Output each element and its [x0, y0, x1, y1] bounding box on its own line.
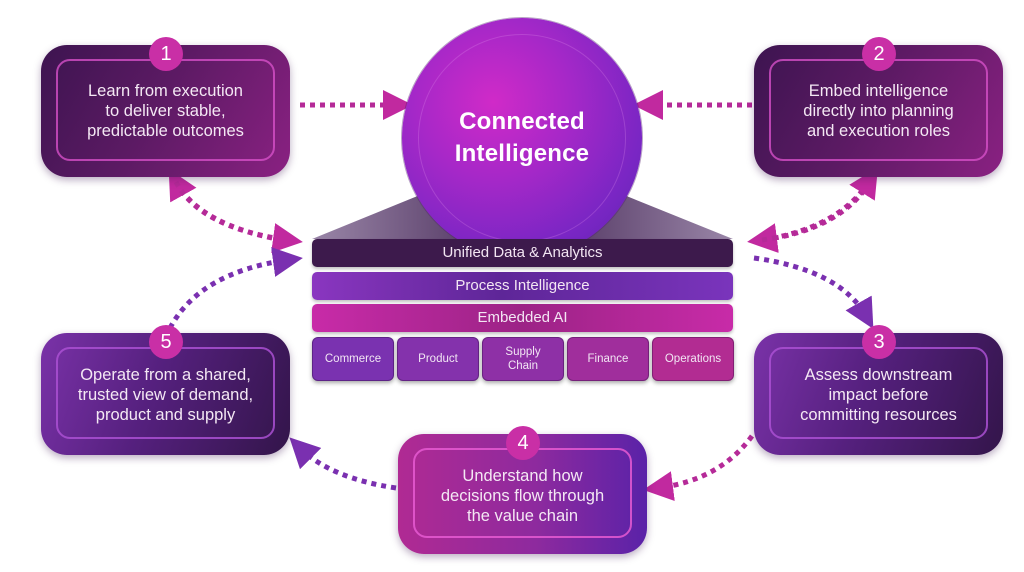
- step-text-line: directly into planning: [803, 102, 954, 120]
- sphere-title-line2: Intelligence: [454, 140, 590, 167]
- step-card-3: 3 Assess downstream impact before commit…: [754, 325, 1003, 455]
- step-text-line: the value chain: [467, 507, 578, 525]
- step-badge: 1: [149, 37, 183, 71]
- step-badge: 3: [862, 325, 896, 359]
- step-badge: 2: [862, 37, 896, 71]
- arrow-card3-to-card4: [643, 434, 755, 501]
- layer-process-intelligence: Process Intelligence: [312, 272, 733, 300]
- step-text: Understand how decisions flow through th…: [398, 466, 647, 526]
- step-text-line: decisions flow through: [440, 487, 605, 505]
- step-card-5: 5 Operate from a shared, trusted view of…: [41, 325, 290, 455]
- step-card-1: 1 Learn from execution to deliver stable…: [41, 37, 290, 177]
- domain-operations: Operations: [652, 337, 734, 381]
- domain-label: Commerce: [324, 353, 382, 365]
- domain-label-line2: Chain: [507, 360, 539, 372]
- domain-product: Product: [397, 337, 479, 381]
- domain-label-line1: Supply: [505, 346, 541, 358]
- layer-embedded-ai: Embedded AI: [312, 304, 733, 332]
- domain-label: Operations: [664, 353, 722, 365]
- sphere-title: Connected Intelligence: [402, 106, 642, 170]
- step-text-line: trusted view of demand,: [77, 386, 254, 404]
- step-text: Embed intelligence directly into plannin…: [754, 81, 1003, 141]
- step-text-line: product and supply: [95, 406, 236, 424]
- connected-intelligence-sphere: Connected Intelligence: [402, 18, 642, 258]
- arrow-layers-to-card2: [761, 167, 878, 243]
- step-text-line: impact before: [828, 386, 929, 404]
- step-text-line: predictable outcomes: [87, 122, 244, 140]
- step-card-2: 2 Embed intelligence directly into plann…: [754, 37, 1003, 177]
- step-text-line: and execution roles: [806, 122, 951, 140]
- step-text-line: Embed intelligence: [808, 82, 949, 100]
- step-badge: 5: [149, 325, 183, 359]
- sphere-title-line1: Connected: [459, 108, 585, 135]
- step-text-line: Operate from a shared,: [80, 366, 251, 384]
- domain-finance: Finance: [567, 337, 649, 381]
- step-text-line: Assess downstream: [804, 366, 953, 384]
- step-text: Learn from execution to deliver stable, …: [41, 81, 290, 141]
- layer-unified-data-analytics: Unified Data & Analytics: [312, 239, 733, 267]
- step-text-line: Learn from execution: [87, 82, 243, 100]
- arrow-card4-to-card5: [289, 437, 397, 491]
- domain-commerce: Commerce: [312, 337, 394, 381]
- arrow-card1-to-layers: [173, 180, 303, 253]
- domain-label: Product: [418, 353, 458, 365]
- step-text-line: to deliver stable,: [105, 102, 226, 120]
- step-text: Assess downstream impact before committi…: [754, 365, 1003, 425]
- step-text-line: committing resources: [800, 406, 957, 424]
- step-card-4: 4 Understand how decisions flow through …: [398, 426, 647, 554]
- step-text: Operate from a shared, trusted view of d…: [41, 365, 290, 425]
- arrow-layers-to-card3: [753, 255, 874, 330]
- step-text-line: Understand how: [462, 467, 583, 485]
- domain-supply-chain: Supply Chain: [482, 337, 564, 381]
- step-badge: 4: [506, 426, 540, 460]
- arrow-card5-to-layers: [167, 247, 303, 330]
- domain-label: Finance: [587, 353, 629, 365]
